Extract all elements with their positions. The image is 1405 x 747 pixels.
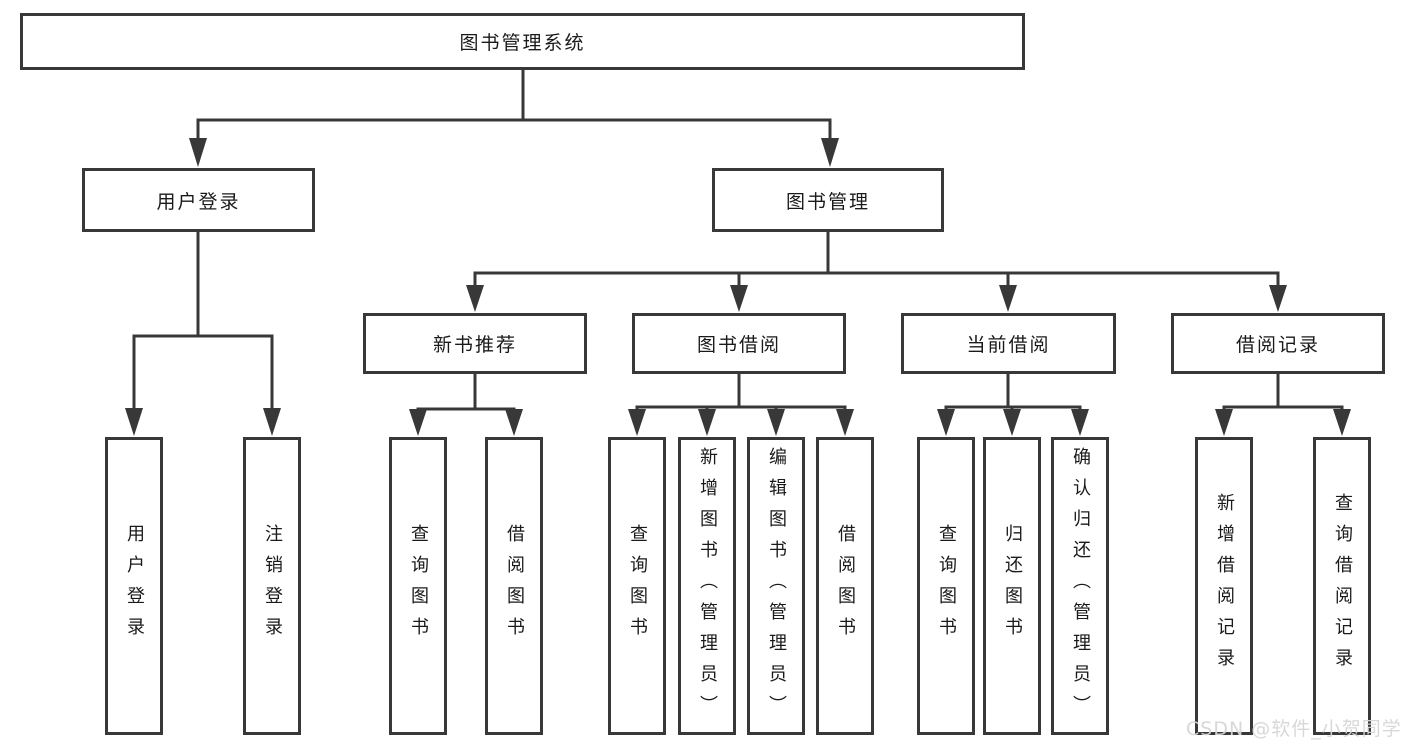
leaf-label: 编辑图书（管理员）: [766, 446, 787, 726]
leaf-label: 确认归还（管理员）: [1070, 446, 1091, 726]
leaf-borrow-books: 借阅图书: [816, 437, 874, 735]
leaf-label: 查询图书: [936, 524, 957, 648]
leaf-label: 用户登录: [124, 524, 145, 648]
leaf-label: 新增借阅记录: [1214, 493, 1235, 679]
node-user-login: 用户登录: [82, 168, 315, 232]
leaf-label: 注销登录: [262, 524, 283, 648]
leaf-query-books-recommend: 查询图书: [389, 437, 447, 735]
leaf-edit-book-admin: 编辑图书（管理员）: [747, 437, 805, 735]
leaf-query-books-borrowing: 查询图书: [608, 437, 666, 735]
node-library-management-system: 图书管理系统: [20, 13, 1025, 70]
leaf-label: 查询借阅记录: [1332, 493, 1353, 679]
node-current-borrowing: 当前借阅: [901, 313, 1116, 374]
leaf-label: 查询图书: [627, 524, 648, 648]
node-label: 图书借阅: [696, 334, 781, 356]
leaf-logout: 注销登录: [243, 437, 301, 735]
leaf-add-borrowing-record: 新增借阅记录: [1195, 437, 1253, 735]
node-label: 新书推荐: [432, 334, 517, 356]
node-new-book-recommendation: 新书推荐: [363, 313, 587, 374]
leaf-borrow-books-recommend: 借阅图书: [485, 437, 543, 735]
leaf-label: 查询图书: [408, 524, 429, 648]
arrowheads: [125, 138, 1351, 436]
leaf-query-books-current: 查询图书: [917, 437, 975, 735]
node-label: 用户登录: [156, 190, 241, 213]
node-book-borrowing: 图书借阅: [632, 313, 846, 374]
csdn-watermark: CSDN @软件_小贺同学: [1186, 718, 1402, 740]
leaf-return-books: 归还图书: [983, 437, 1041, 735]
node-book-management: 图书管理: [712, 168, 944, 232]
leaf-confirm-return-admin: 确认归还（管理员）: [1051, 437, 1109, 735]
leaf-label: 归还图书: [1002, 524, 1023, 648]
leaf-label: 新增图书（管理员）: [697, 446, 718, 726]
leaf-query-borrowing-record: 查询借阅记录: [1313, 437, 1371, 735]
node-label: 当前借阅: [966, 334, 1051, 356]
leaf-add-book-admin: 新增图书（管理员）: [678, 437, 736, 735]
node-label: 图书管理系统: [459, 32, 586, 54]
node-label: 借阅记录: [1235, 334, 1320, 356]
leaf-user-login: 用户登录: [105, 437, 163, 735]
leaf-label: 借阅图书: [504, 524, 525, 648]
node-borrowing-records: 借阅记录: [1171, 313, 1385, 374]
node-label: 图书管理: [785, 190, 870, 213]
leaf-label: 借阅图书: [835, 524, 856, 648]
